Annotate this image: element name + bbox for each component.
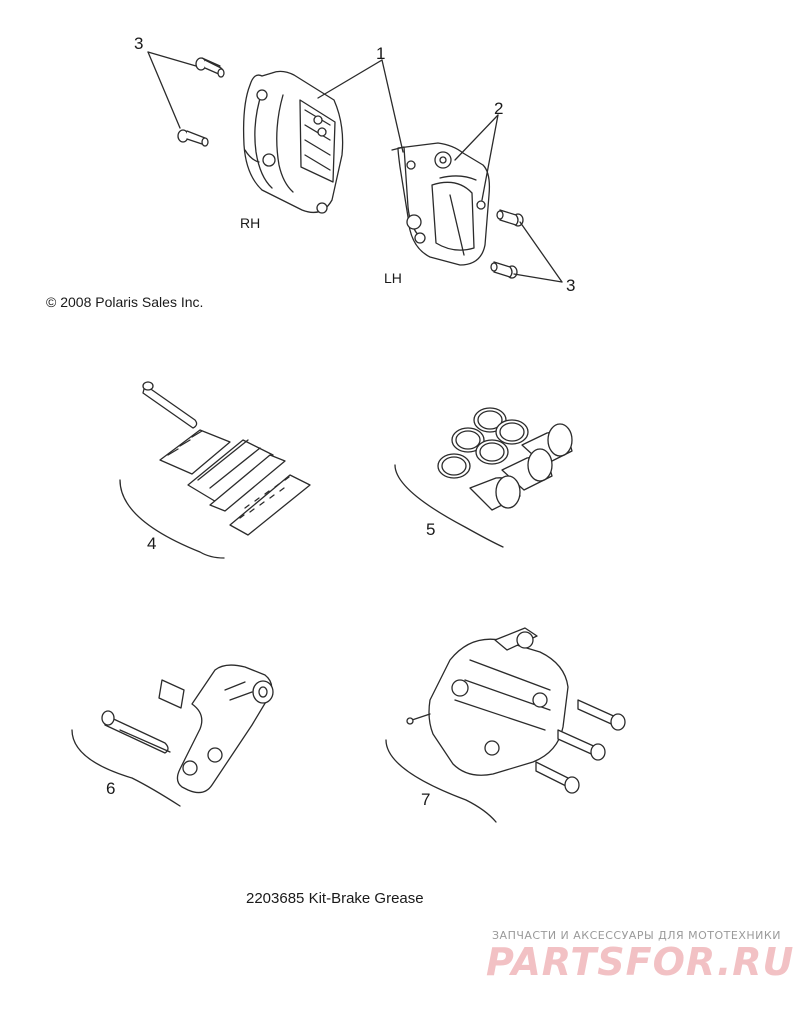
lh-caliper (392, 143, 489, 265)
leader-lines-3a (148, 52, 196, 128)
bolt-part-3b (178, 130, 208, 146)
callout-5: 5 (426, 520, 436, 539)
callout-1: 1 (376, 44, 386, 63)
bolt-part-3c (497, 210, 523, 226)
seal-piston-kit-part-5 (395, 408, 572, 547)
bolt-part-3d (491, 262, 517, 278)
watermark-logo: PARTSFOR.RU (486, 940, 795, 984)
lh-label: LH (384, 270, 402, 286)
callout-3-right: 3 (566, 276, 576, 295)
kit-note: 2203685 Kit-Brake Grease (246, 890, 424, 907)
bolt-part-3a (196, 58, 224, 77)
copyright-notice: © 2008 Polaris Sales Inc. (46, 294, 204, 310)
callout-7: 7 (421, 790, 431, 809)
rh-caliper (244, 71, 343, 213)
callout-4: 4 (147, 534, 157, 553)
watermark-tagline: ЗАПЧАСТИ И АКСЕССУАРЫ ДЛЯ МОТОТЕХНИКИ (492, 929, 781, 942)
callout-6: 6 (106, 779, 116, 798)
leader-lines-1-2-3 (318, 60, 562, 282)
rh-label: RH (240, 215, 261, 231)
caliper-assembly-part-7 (386, 628, 625, 822)
bracket-kit-part-6 (72, 665, 273, 806)
callout-3-top: 3 (134, 34, 144, 53)
callout-2: 2 (494, 99, 504, 118)
pad-kit-part-4 (120, 382, 310, 558)
